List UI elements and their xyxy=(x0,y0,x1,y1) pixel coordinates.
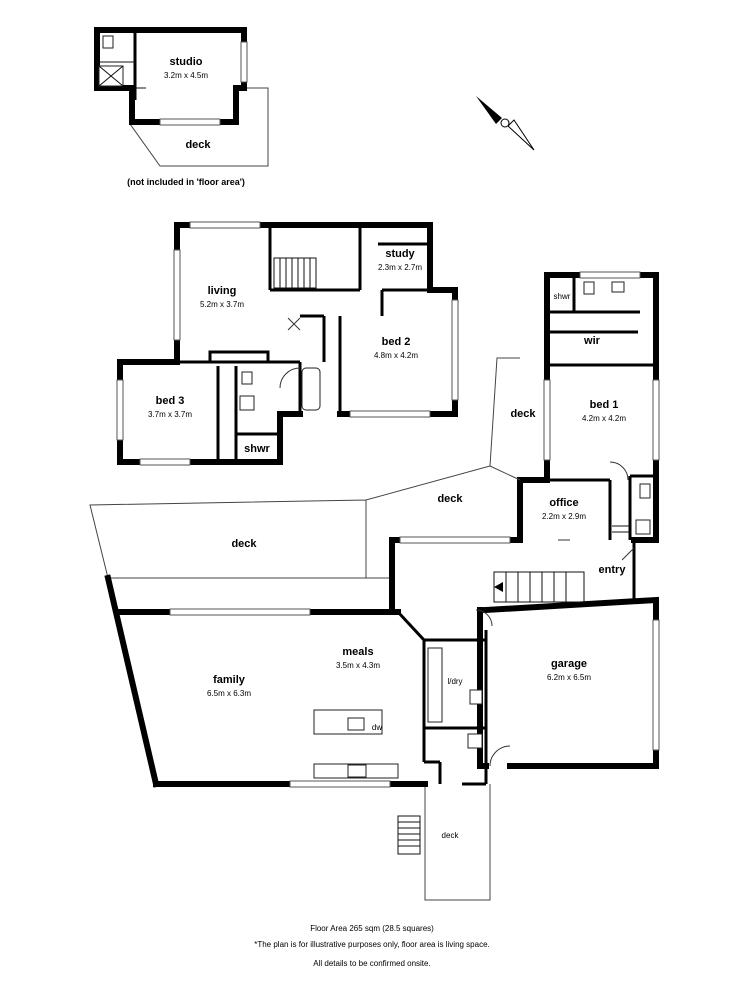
room-name-shwr-ensuite: shwr xyxy=(554,292,571,301)
studio-exclusion-note: (not included in 'floor area') xyxy=(127,177,245,187)
north-arrow-icon xyxy=(476,96,535,151)
bathtub-icon xyxy=(301,367,321,411)
vanity-icon xyxy=(635,519,651,535)
sink-icon xyxy=(469,689,483,705)
room-name-office: office xyxy=(549,497,578,509)
room-dims-study: 2.3m x 2.7m xyxy=(378,263,422,272)
room-name-wir: wir xyxy=(583,335,601,347)
stairs-deck xyxy=(397,815,421,855)
stairs-entry xyxy=(493,571,585,603)
vanity-icon xyxy=(467,733,483,749)
room-dims-office: 2.2m x 2.9m xyxy=(542,512,586,521)
room-name-deck-right: deck xyxy=(510,408,536,420)
toilet-icon xyxy=(583,281,595,295)
room-dims-bed3: 3.7m x 3.7m xyxy=(148,410,192,419)
room-dims-bed1: 4.2m x 4.2m xyxy=(582,414,626,423)
disclaimer-note: *The plan is for illustrative purposes o… xyxy=(254,940,490,949)
studio-building xyxy=(94,27,269,167)
room-name-deck-left: deck xyxy=(231,538,257,550)
room-name-bed1: bed 1 xyxy=(590,399,619,411)
cupboard-icon xyxy=(427,647,443,723)
room-name-deck-bottom: deck xyxy=(442,831,460,840)
room-dims-garage: 6.2m x 6.5m xyxy=(547,673,591,682)
toilet-icon xyxy=(639,483,651,499)
room-name-living: living xyxy=(208,285,237,297)
main-floor xyxy=(104,536,660,788)
room-name-shwr: shwr xyxy=(244,443,270,455)
room-dims-family: 6.5m x 6.3m xyxy=(207,689,251,698)
vanity-icon xyxy=(239,395,255,411)
room-dims-bed2: 4.8m x 4.2m xyxy=(374,351,418,360)
room-name-studio-deck: deck xyxy=(185,139,211,151)
room-name-deck-mid: deck xyxy=(437,493,463,505)
room-name-study: study xyxy=(385,248,415,260)
floor-area-note: Floor Area 265 sqm (28.5 squares) xyxy=(310,924,434,933)
room-name-studio: studio xyxy=(170,56,203,68)
room-dims-living: 5.2m x 3.7m xyxy=(200,300,244,309)
cooktop-icon xyxy=(347,764,367,778)
toilet-icon xyxy=(102,35,114,49)
room-name-family: family xyxy=(213,674,246,686)
room-name-bed2: bed 2 xyxy=(382,336,411,348)
arrow-icon xyxy=(494,582,503,592)
right-wing xyxy=(517,271,660,543)
room-name-ldry: l/dry xyxy=(447,677,462,686)
vanity-icon xyxy=(611,281,625,293)
decks xyxy=(89,357,521,901)
room-dims-studio: 3.2m x 4.5m xyxy=(164,71,208,80)
room-name-meals: meals xyxy=(342,646,373,658)
dishwasher-label: dw xyxy=(372,723,382,732)
room-dims-meals: 3.5m x 4.3m xyxy=(336,661,380,670)
sink-icon xyxy=(347,717,365,731)
room-name-entry: entry xyxy=(599,564,627,576)
studio-deck-outline xyxy=(129,87,269,167)
confirm-note: All details to be confirmed onsite. xyxy=(313,959,430,968)
stairs-upper xyxy=(273,257,317,289)
upper-wing xyxy=(116,221,459,466)
toilet-icon xyxy=(241,371,253,385)
room-name-bed3: bed 3 xyxy=(156,395,185,407)
room-name-garage: garage xyxy=(551,658,587,670)
